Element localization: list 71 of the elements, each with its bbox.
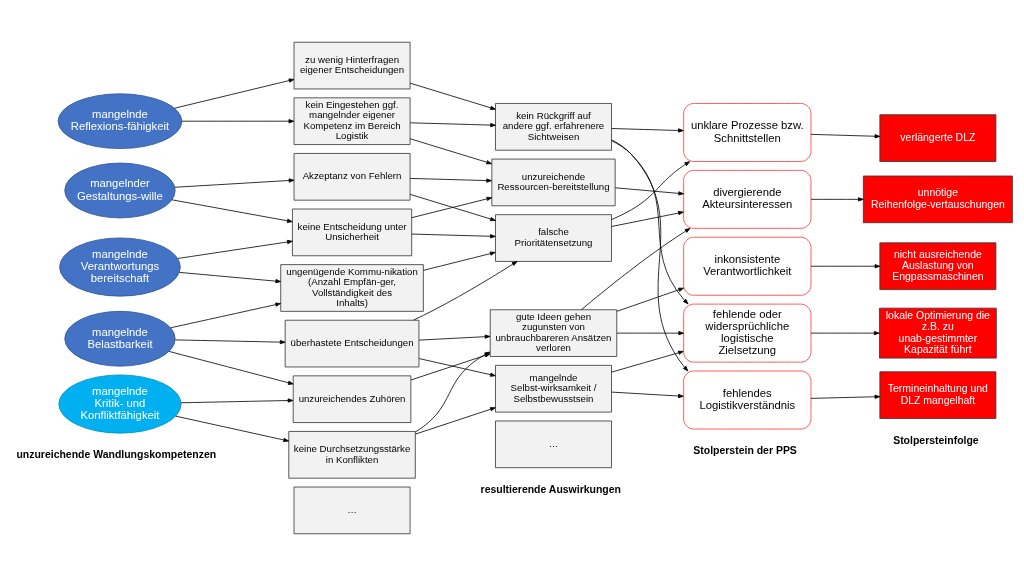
- node-box: unnötige Reihenfolge-vertauschungen: [862, 175, 1013, 224]
- node-box: inkonsistente Verantwortlichkeit: [683, 236, 812, 296]
- arrow: [415, 407, 496, 435]
- node-box: fehlendes Logistikverständnis: [683, 370, 812, 430]
- arrow: [616, 331, 684, 336]
- arrow: [170, 302, 281, 329]
- node-ellipse: mangelnde Reflexions-fähigkeit: [57, 93, 183, 149]
- arrow: [181, 119, 295, 124]
- arrow: [611, 139, 689, 372]
- node-box: kein Eingestehen ggf. mangelnder eigener Kompetenz im Bereich Logistik: [293, 97, 411, 145]
- arrow: [175, 339, 286, 345]
- node-ellipse: mangelnde Verantwortungs bereitschaft: [59, 237, 181, 297]
- node-box: keine Entscheidung unter Unsicherheit: [292, 208, 413, 257]
- node-box: mangelnde Selbst-wirksamkeit / Selbstbewusstsein: [495, 364, 612, 413]
- node-box: lokale Optimierung die z.B. zu unab-gestimmter Kapazität führt: [879, 307, 997, 359]
- node-box: falsche Prioritätensetzung: [495, 214, 612, 262]
- arrow: [810, 394, 881, 399]
- arrow: [171, 199, 293, 223]
- label: Stolpersteinfolge: [893, 434, 979, 446]
- arrow: [413, 261, 518, 321]
- arrow: [810, 197, 864, 202]
- arrow: [616, 287, 684, 312]
- arrow: [175, 415, 289, 443]
- node-box: unzureichendes Zuhören: [292, 375, 412, 423]
- arrow: [581, 228, 691, 311]
- arrow: [411, 233, 496, 239]
- arrow: [611, 350, 684, 373]
- node-box: keine Durchsetzungsstärke in Konflikten: [288, 431, 416, 479]
- arrow: [174, 178, 295, 188]
- arrow: [810, 264, 881, 269]
- node-box: unzureichende Ressourcen-bereitstellung: [491, 158, 616, 207]
- arrow: [614, 187, 684, 196]
- node-box: fehlende oder widersprüchliche logistische Zielsetzung: [683, 303, 812, 363]
- arrow: [409, 138, 492, 165]
- node-ellipse: mangelnder Gestaltungs-wille: [64, 162, 176, 219]
- arrow: [177, 239, 293, 259]
- node-box: verlängerte DLZ: [879, 114, 997, 162]
- label: unzureichende Wandlungskompetenzen: [16, 449, 217, 461]
- node-box: unklare Prozesse bzw. Schnittstellen: [683, 103, 812, 162]
- arrow: [611, 128, 684, 133]
- node-box: überhastete Entscheidungen: [284, 319, 420, 368]
- arrow: [418, 334, 491, 341]
- arrow: [418, 358, 496, 377]
- node-box: Termineinhaltung und DLZ mangelhaft: [879, 371, 997, 419]
- arrow: [409, 178, 492, 183]
- arrow: [423, 251, 496, 271]
- arrow: [168, 351, 294, 385]
- node-box: gute Ideen gehen zugunsten von unbrauchbareren Ansätzen verloren: [489, 309, 618, 357]
- arrow: [611, 391, 684, 399]
- node-ellipse: mangelnde Kritik- und Konfliktfähigkeit: [58, 374, 182, 434]
- arrow: [810, 133, 881, 139]
- node-box: …: [293, 486, 411, 535]
- arrow: [179, 272, 282, 284]
- node-box: zu wenig Hinterfragen eigener Entscheidungen: [293, 41, 411, 90]
- arrow: [174, 78, 295, 109]
- arrow: [810, 331, 880, 336]
- label: Stolperstein der PPS: [693, 445, 797, 457]
- node-box: …: [495, 420, 612, 469]
- node-box: kein Rückgriff auf andere ggf. erfahrenere Sichtweisen: [495, 103, 612, 151]
- arrow: [611, 161, 691, 220]
- node-box: ungenügende Kommu-nikation (Anzahl Empfän-ger, Vollständigkeit des Inhalts): [280, 264, 424, 312]
- arrow: [180, 398, 294, 404]
- node-box: Akzeptanz von Fehlern: [293, 153, 411, 201]
- arrow: [611, 140, 689, 305]
- arrow: [409, 82, 496, 110]
- arrow: [409, 122, 496, 128]
- node-box: nicht ausreichende Auslastung von Engpassmaschinen: [879, 242, 997, 290]
- arrow: [611, 210, 684, 227]
- node-box: divergierende Akteursinteressen: [683, 169, 812, 229]
- label: resultierende Auswirkungen: [480, 484, 621, 495]
- node-ellipse: mangelnde Belastbarkeit: [64, 310, 176, 367]
